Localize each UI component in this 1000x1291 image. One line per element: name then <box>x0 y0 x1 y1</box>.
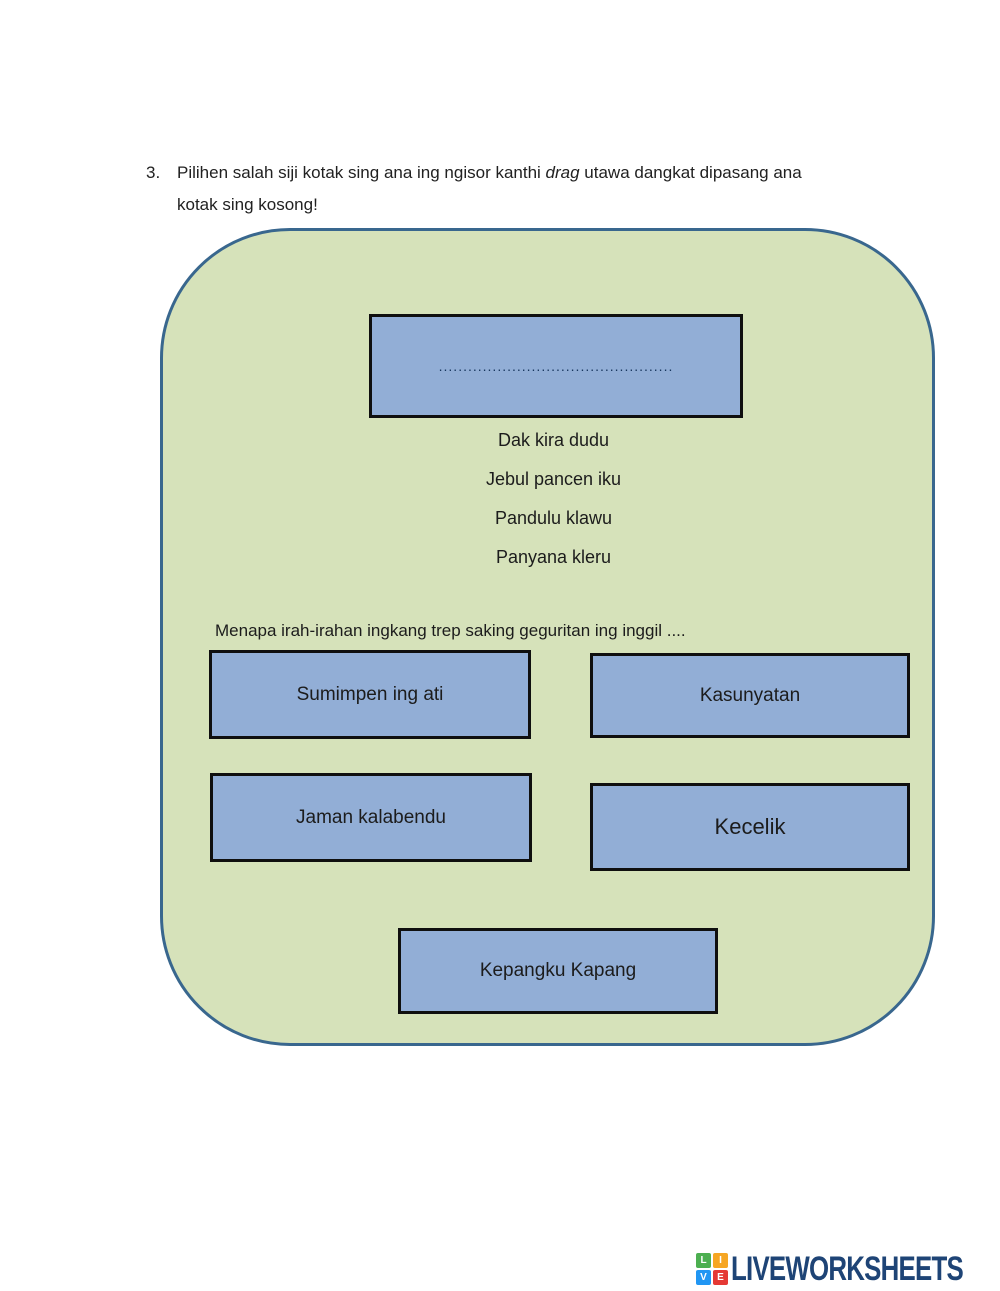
option-sumimpen-ing-ati[interactable]: Sumimpen ing ati <box>209 650 531 739</box>
logo-tile-e: E <box>713 1270 728 1285</box>
poem-line-4: Panyana kleru <box>495 547 612 567</box>
option-label: Kecelik <box>714 814 786 839</box>
instruction-line1-before: Pilihen salah siji kotak sing ana ing ng… <box>177 163 546 182</box>
liveworksheets-logo-icon: L I V E <box>696 1253 728 1285</box>
logo-tile-v: V <box>696 1270 711 1285</box>
instruction-line2: kotak sing kosong! <box>177 195 318 214</box>
option-label: Jaman kalabendu <box>296 806 446 828</box>
drag-drop-board: ........................................… <box>160 228 935 1046</box>
answer-drop-zone[interactable]: ........................................… <box>369 314 743 418</box>
task-instruction: 3. Pilihen salah siji kotak sing ana ing… <box>146 157 866 221</box>
poem-text: Dak kira dudu Jebul pancen iku Pandulu k… <box>169 431 938 587</box>
poem-line-2: Jebul pancen iku <box>485 469 622 489</box>
option-kecelik[interactable]: Kecelik <box>590 783 910 871</box>
question-instruction-text: Pilihen salah siji kotak sing ana ing ng… <box>177 157 802 221</box>
logo-tile-l: L <box>696 1253 711 1268</box>
drop-zone-placeholder-dots: ........................................… <box>438 358 674 374</box>
logo-tile-i: I <box>713 1253 728 1268</box>
option-kepangku-kapang[interactable]: Kepangku Kapang <box>398 928 718 1014</box>
option-label: Kepangku Kapang <box>479 960 637 981</box>
option-label: Sumimpen ing ati <box>296 683 444 705</box>
option-jaman-kalabendu[interactable]: Jaman kalabendu <box>210 773 532 862</box>
option-kasunyatan[interactable]: Kasunyatan <box>590 653 910 738</box>
instruction-line1-after: utawa dangkat dipasang ana <box>579 163 802 182</box>
option-label: Kasunyatan <box>699 684 801 706</box>
liveworksheets-logo-text: LIVEWORKSHEETS <box>731 1250 964 1288</box>
instruction-drag-word: drag <box>545 163 580 182</box>
liveworksheets-logo[interactable]: L I V E LIVEWORKSHEETS <box>696 1252 1000 1286</box>
question-prompt: Menapa irah-irahan ingkang trep saking g… <box>215 621 686 640</box>
poem-line-1: Dak kira dudu <box>497 430 610 450</box>
poem-line-3: Pandulu klawu <box>494 508 613 528</box>
question-number: 3. <box>146 163 161 182</box>
